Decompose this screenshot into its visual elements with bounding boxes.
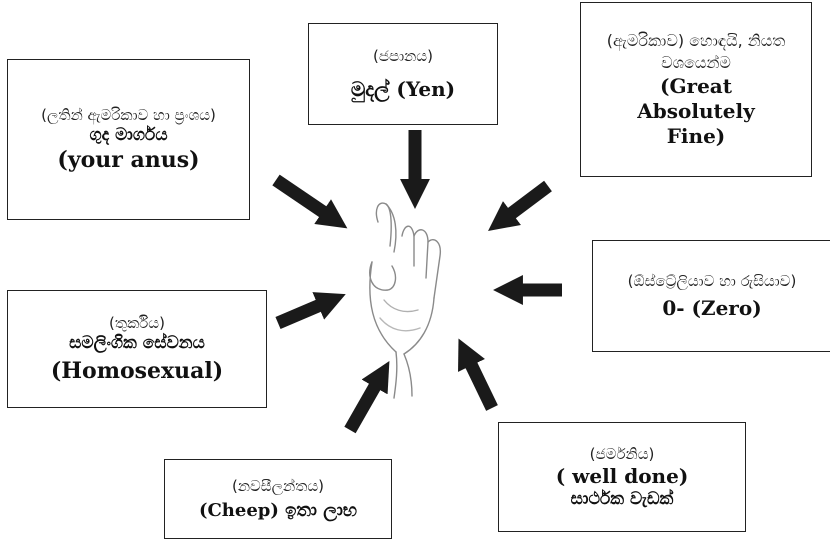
new-zealand-meaning: (Cheep) ඉතා ලාභ bbox=[198, 499, 358, 521]
germany-box: (ජර්මනිය) ( well done) සාර්ථක වැඩක් bbox=[498, 422, 746, 532]
ok-hand-icon bbox=[369, 202, 442, 399]
germany-meaning-english: ( well done) bbox=[555, 464, 689, 488]
japan-country-label: (ජපානය) bbox=[373, 47, 433, 66]
turkey-country-label: (තුර්කිය) bbox=[109, 313, 165, 332]
latin-america-meaning-sinhala: ගුද මාර්ගය bbox=[89, 125, 168, 146]
arrow-from-usa bbox=[488, 180, 552, 231]
usa-box: (ඇමරිකාව) හොඳයි, නියත වශයෙන්ම (Great Abs… bbox=[580, 2, 812, 177]
australia-russia-box: (ඕස්ට්‍රේලියාව හා රුසියාව) 0- (Zero) bbox=[592, 240, 830, 352]
usa-meaning-line-3: Fine) bbox=[666, 123, 726, 148]
arrow-from-new-zealand bbox=[344, 361, 390, 434]
usa-meaning-line-1: (Great bbox=[659, 73, 732, 98]
turkey-box: (තුර්කිය) සමලිංගික සේවනය (Homosexual) bbox=[7, 290, 267, 408]
australia-meaning: 0- (Zero) bbox=[662, 295, 762, 320]
arrow-from-latin-america bbox=[272, 174, 348, 229]
turkey-meaning-english: (Homosexual) bbox=[50, 358, 224, 384]
latin-america-france-box: (ලතින් ඇමරිකාව හා ප්‍රංශය) ගුද මාර්ගය (y… bbox=[7, 59, 250, 220]
arrow-from-turkey bbox=[275, 292, 346, 329]
latin-america-meaning-english: (your anus) bbox=[57, 146, 200, 173]
arrow-from-germany bbox=[458, 338, 498, 411]
japan-box: (ජපානය) මුදල් (Yen) bbox=[308, 23, 498, 125]
new-zealand-box: (නවසීලන්තය) (Cheep) ඉතා ලාභ bbox=[164, 459, 392, 539]
usa-meaning-line-2: Absolutely bbox=[637, 98, 755, 123]
new-zealand-country-label: (නවසීලන්තය) bbox=[231, 476, 325, 495]
germany-country-label: (ජර්මනිය) bbox=[589, 444, 655, 463]
usa-country-label: (ඇමරිකාව) හොඳයි, නියත වශයෙන්ම bbox=[606, 31, 786, 72]
germany-meaning-sinhala: සාර්ථක වැඩක් bbox=[570, 489, 674, 509]
japan-meaning: මුදල් (Yen) bbox=[350, 76, 456, 101]
australia-country-label: (ඕස්ට්‍රේලියාව හා රුසියාව) bbox=[627, 272, 797, 291]
latin-america-country-label: (ලතින් ඇමරිකාව හා ප්‍රංශය) bbox=[41, 106, 216, 124]
turkey-meaning-sinhala: සමලිංගික සේවනය bbox=[69, 332, 205, 353]
